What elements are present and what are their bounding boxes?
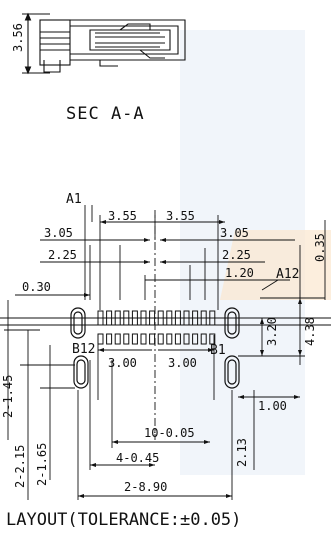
dim-8-90: 2-8.90 — [124, 480, 167, 494]
dimension-arrows — [78, 220, 302, 498]
pad-bottom — [114, 333, 121, 345]
dim-2-1-45: 2-1.45 — [1, 375, 15, 418]
dim-1-00: 1.00 — [258, 399, 287, 413]
watermark — [180, 30, 331, 475]
center-lines — [0, 210, 331, 440]
dim-2-25-right: 2.25 — [222, 248, 251, 262]
pad-bottom — [123, 333, 130, 345]
dim-0-35: 0.35 — [313, 233, 327, 262]
pad-bottom — [106, 333, 113, 345]
section-title: SEC A-A — [66, 104, 145, 124]
dim-2-25-left: 2.25 — [48, 248, 77, 262]
section-height-dim: 3.56 — [11, 23, 25, 52]
label-a12: A12 — [276, 267, 299, 282]
mounting-slots — [70, 307, 240, 389]
pad-bottom — [166, 333, 173, 345]
pad-bottom — [131, 333, 138, 345]
dim-4-pitch: 4-0.45 — [116, 451, 159, 465]
dim-3-20: 3.20 — [265, 317, 279, 346]
dim-3-55-left: 3.55 — [108, 209, 137, 223]
section-a-a-view — [22, 12, 186, 75]
dim-10-pitch: 10-0.05 — [144, 426, 195, 440]
dim-0-30: 0.30 — [22, 280, 51, 294]
pad-bottom — [157, 333, 164, 345]
dim-1-20: 1.20 — [225, 266, 254, 280]
dim-3-55-right: 3.55 — [166, 209, 195, 223]
pad-bottom — [192, 333, 199, 345]
pad-bottom — [174, 333, 181, 345]
pad-bottom — [200, 333, 207, 345]
pad-bottom — [183, 333, 190, 345]
dim-3-00-right: 3.00 — [168, 356, 197, 370]
pad-bottom — [149, 333, 156, 345]
pad-bottom — [209, 333, 216, 345]
label-b12: B12 — [72, 342, 95, 357]
dim-3-05-right: 3.05 — [220, 226, 249, 240]
pad-bottom — [140, 333, 147, 345]
layout-title: LAYOUT(TOLERANCE:±0.05) — [6, 510, 242, 530]
dim-2-1-65: 2-1.65 — [35, 443, 49, 486]
label-b1: B1 — [210, 343, 226, 358]
dim-2-13: 2.13 — [235, 438, 249, 467]
dim-2-2-15: 2-2.15 — [13, 445, 27, 488]
dim-3-05-left: 3.05 — [44, 226, 73, 240]
pad-bottom — [97, 333, 104, 345]
dim-3-00-left: 3.00 — [108, 356, 137, 370]
dimension-lines — [4, 205, 326, 500]
dim-4-38: 4.38 — [303, 317, 317, 346]
label-a1: A1 — [66, 192, 82, 207]
